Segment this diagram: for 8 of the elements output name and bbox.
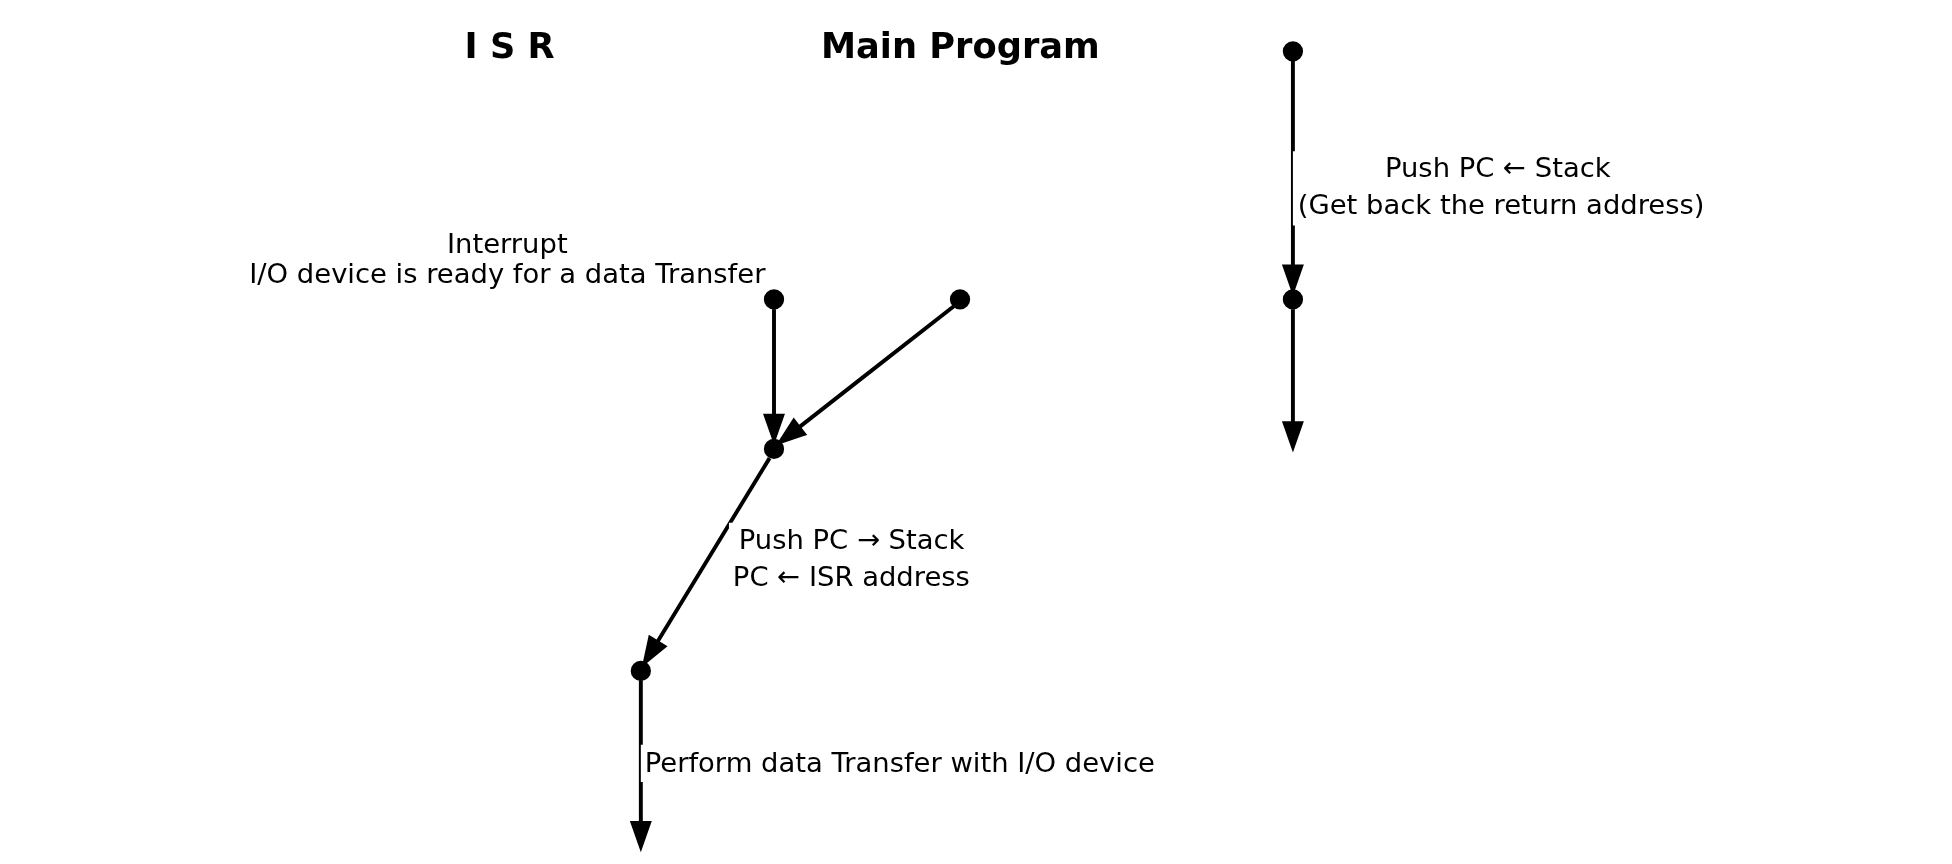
- label: Main Program: [820, 24, 1100, 66]
- edge-label: Push PC → Stack: [738, 523, 965, 555]
- edge-label: Perform data Transfer with I/O device: [644, 746, 1155, 778]
- label: I S R: [464, 24, 555, 66]
- node-label: Interrupt: [447, 228, 568, 260]
- edge-label: PC ← ISR address: [732, 560, 970, 592]
- edge-label: (Get back the return address): [1297, 189, 1705, 221]
- edge-label: Push PC ← Stack: [1384, 152, 1611, 184]
